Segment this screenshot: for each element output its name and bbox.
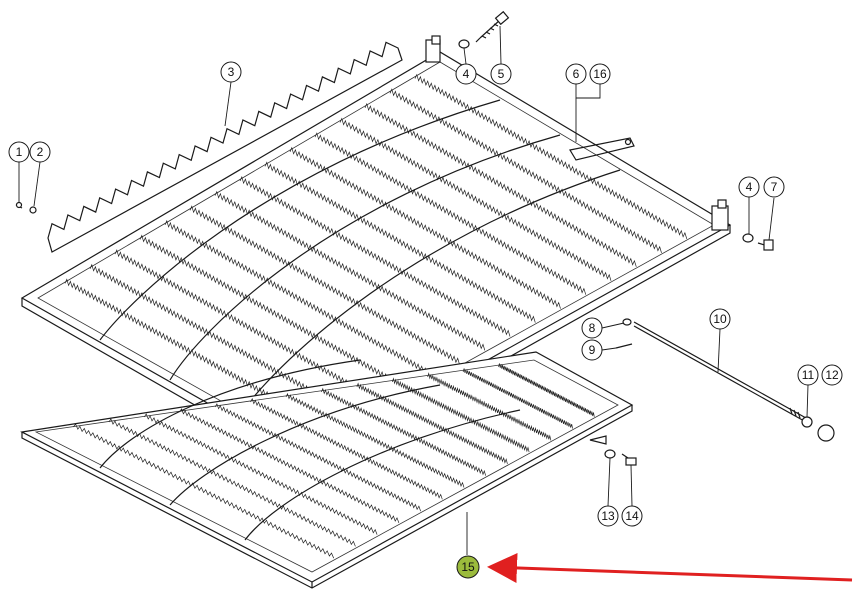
svg-text:2: 2 [37, 145, 44, 159]
svg-text:6: 6 [573, 67, 580, 81]
washer-part-4-top [458, 39, 470, 49]
svg-text:12: 12 [825, 368, 839, 382]
svg-text:11: 11 [802, 368, 815, 382]
upper-sieve-fins [64, 73, 688, 435]
svg-text:5: 5 [498, 67, 505, 81]
callout-7[interactable]: 7 [763, 176, 785, 198]
part-8-washer [622, 318, 632, 326]
bolt-part-5 [475, 10, 510, 43]
upper-sieve-brackets [425, 35, 729, 231]
svg-text:7: 7 [771, 180, 778, 194]
bolt-part-7 [757, 239, 774, 251]
red-pointer-arrow [487, 552, 853, 583]
svg-text:16: 16 [593, 67, 607, 81]
svg-text:9: 9 [589, 343, 596, 357]
callout-2[interactable]: 2 [29, 141, 51, 163]
callout-13[interactable]: 13 [597, 505, 619, 527]
leader-lines [18, 25, 809, 555]
nut-part-2 [29, 206, 37, 214]
callout-11[interactable]: 11 [797, 364, 819, 386]
callout-4-side[interactable]: 4 [738, 176, 760, 198]
rod-part-10 [633, 321, 807, 423]
svg-text:13: 13 [601, 509, 615, 523]
svg-text:15: 15 [461, 560, 475, 574]
pin-part-9 [615, 343, 633, 349]
svg-text:3: 3 [228, 65, 235, 79]
callout-5[interactable]: 5 [490, 63, 512, 85]
callout-3[interactable]: 3 [220, 61, 242, 83]
callout-12[interactable]: 12 [821, 364, 843, 386]
comb-strip [47, 41, 403, 253]
callout-14[interactable]: 14 [621, 505, 643, 527]
upper-sieve-ribs [99, 99, 621, 416]
lower-sieve-fins [73, 363, 595, 559]
svg-text:8: 8 [589, 321, 596, 335]
callout-6[interactable]: 6 [565, 63, 587, 85]
upper-sieve [20, 35, 732, 471]
callout-10[interactable]: 10 [709, 308, 731, 330]
svg-text:10: 10 [713, 312, 727, 326]
svg-text:4: 4 [463, 67, 470, 81]
lower-sieve-ribs [99, 359, 521, 541]
callouts: 1 2 3 4 5 6 16 4 7 8 9 10 11 12 13 14 15 [8, 61, 843, 579]
callout-9[interactable]: 9 [581, 339, 603, 361]
washer-part-4-side [742, 233, 754, 243]
callout-15-highlighted[interactable]: 15 [456, 555, 480, 579]
washer-part-12 [817, 424, 835, 442]
bolt-part-14 [621, 453, 637, 466]
nut-part-11 [801, 416, 813, 428]
callout-16[interactable]: 16 [589, 63, 611, 85]
callout-1[interactable]: 1 [8, 141, 30, 163]
svg-text:14: 14 [625, 509, 639, 523]
screw-part-1 [15, 201, 23, 209]
svg-text:1: 1 [16, 145, 23, 159]
callout-8[interactable]: 8 [581, 317, 603, 339]
callout-4-top[interactable]: 4 [455, 63, 477, 85]
washer-part-13 [604, 449, 616, 459]
lower-sieve [20, 351, 634, 589]
svg-text:4: 4 [746, 180, 753, 194]
hardware [15, 10, 835, 466]
